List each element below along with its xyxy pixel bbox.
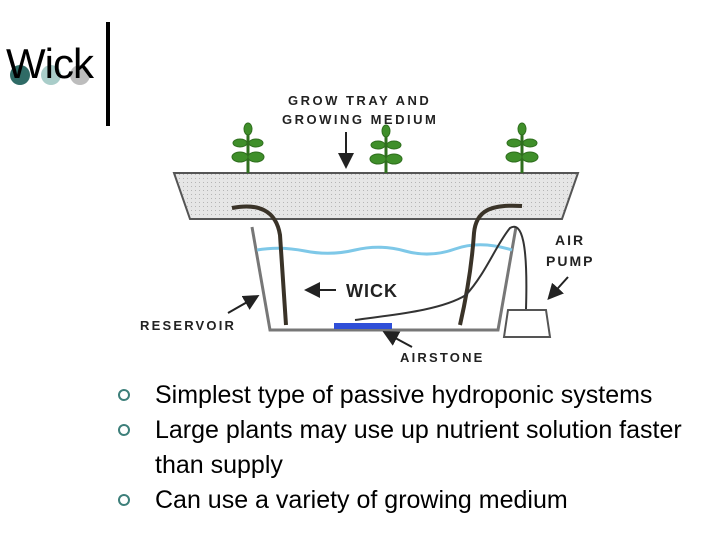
bullet-item: Can use a variety of growing medium (118, 483, 718, 518)
airstone (334, 323, 392, 329)
air-tube (354, 225, 528, 321)
decorative-dot-dark (10, 65, 30, 85)
grow-tray-label-1: GROW TRAY AND (288, 93, 431, 108)
bullet-text: Large plants may use up nutrient solutio… (155, 416, 682, 479)
slide-title: Wick (6, 40, 94, 87)
reservoir-label: RESERVOIR (140, 318, 236, 333)
bullet-item: Large plants may use up nutrient solutio… (118, 413, 718, 483)
hollow-circle-bullet-icon (118, 494, 130, 506)
wick-left (231, 204, 288, 326)
bullet-item: Simplest type of passive hydroponic syst… (118, 378, 718, 413)
bullet-text: Simplest type of passive hydroponic syst… (155, 381, 653, 409)
airstone-arrow (382, 331, 413, 348)
plant-right (505, 122, 539, 173)
air-pump-label-1: AIR (555, 232, 585, 248)
wick-right (458, 203, 523, 326)
airstone-label: AIRSTONE (400, 350, 485, 365)
air-pump-arrow (547, 276, 569, 300)
grow-tray (172, 172, 580, 220)
hollow-circle-bullet-icon (118, 424, 130, 436)
wick-label: WICK (346, 281, 398, 301)
decorative-dot-gray (70, 65, 90, 85)
title-divider (106, 22, 110, 126)
wick-system-diagram: GROW TRAY AND GROWING MEDIUM (130, 85, 610, 370)
hollow-circle-bullet-icon (118, 389, 130, 401)
water-line (256, 243, 513, 256)
decorative-dot-light (41, 65, 61, 85)
grow-tray-label-2: GROWING MEDIUM (282, 112, 438, 127)
reservoir-outline (250, 226, 518, 332)
bullet-list: Simplest type of passive hydroponic syst… (118, 378, 718, 518)
plant-middle (369, 124, 403, 173)
plant-left (231, 122, 265, 173)
reservoir-arrow (227, 295, 260, 314)
air-pump-label-2: PUMP (546, 253, 594, 269)
air-pump (502, 309, 552, 338)
bullet-text: Can use a variety of growing medium (155, 486, 568, 514)
